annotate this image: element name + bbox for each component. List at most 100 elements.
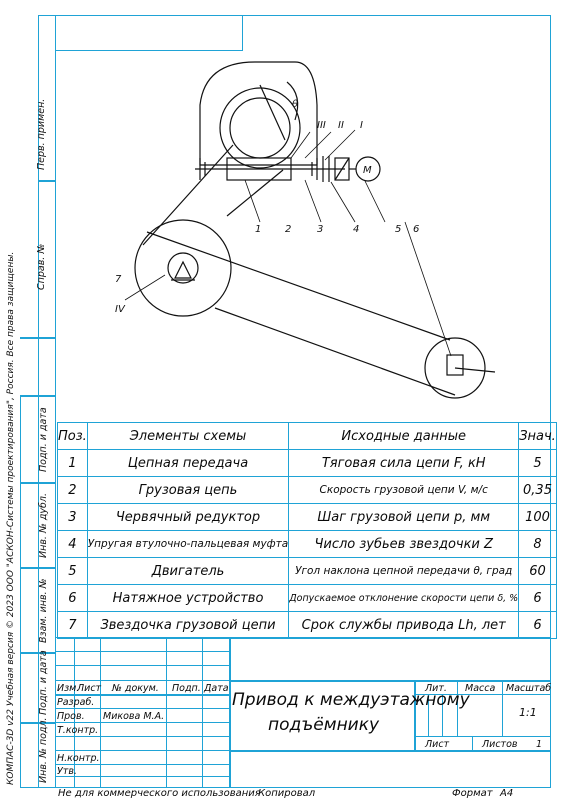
header-value: Знач. <box>518 422 557 450</box>
spec-row: 5 Двигатель Угол наклона цепной передачи… <box>57 557 557 585</box>
spec-row: 1 Цепная передача Тяговая сила цепи F, к… <box>57 449 557 477</box>
row-value: 5 <box>518 449 557 477</box>
row-value: 0,35 <box>518 476 557 504</box>
side-strip-outer <box>20 395 38 788</box>
row-pos: 3 <box>57 503 88 531</box>
podp-data-label-1: Подп. и дата <box>38 407 49 472</box>
row-pos: 6 <box>57 584 88 612</box>
strip-divider <box>38 180 55 182</box>
tb-line <box>229 637 231 788</box>
spec-table: Поз. Элементы схемы Исходные данные Знач… <box>57 422 557 639</box>
row-element: Звездочка грузовой цепи <box>86 611 290 639</box>
col-podp: Подп. <box>172 683 201 694</box>
row-value: 8 <box>518 530 557 558</box>
spec-row: 6 Натяжное устройство Допускаемое отклон… <box>57 584 557 612</box>
row-param: Срок службы привода Lh, лет <box>288 611 520 639</box>
tb-line <box>55 680 230 681</box>
label-M: M <box>363 165 372 176</box>
perv-primen-label: Перв. примен. <box>36 98 47 170</box>
nkontr-label: Н.контр. <box>57 753 100 764</box>
spec-row: 3 Червячный редуктор Шаг грузовой цепи р… <box>57 503 557 531</box>
tb-line <box>472 736 473 750</box>
list-label: Лист <box>425 739 450 750</box>
tb-line <box>414 694 551 695</box>
utv-label: Утв. <box>57 766 77 777</box>
listov-value: 1 <box>536 739 543 750</box>
row-element: Упругая втулочно-пальцевая муфта <box>86 530 290 558</box>
strip-divider <box>20 482 55 484</box>
row-pos: 5 <box>57 557 88 585</box>
label-3: 3 <box>317 224 323 235</box>
tb-line <box>100 637 101 788</box>
row-pos: 4 <box>57 530 88 558</box>
row-value: 6 <box>518 584 557 612</box>
row-param: Допускаемое отклонение скорости цепи δ, … <box>288 584 520 612</box>
header-element: Элементы схемы <box>86 422 290 450</box>
document-title-line2: подъёмнику <box>268 715 380 735</box>
worm-wheel-inner <box>229 97 291 159</box>
kinematic-scheme: θ III II I M 1 2 3 4 5 6 7 IV <box>115 61 496 399</box>
tb-line <box>55 708 230 709</box>
row-param: Угол наклона цепной передачи θ, град <box>288 557 520 585</box>
scale-value: 1:1 <box>519 706 537 719</box>
label-5: 5 <box>395 224 401 235</box>
prov-name: Микова М.А. <box>103 711 165 722</box>
row-param: Число зубьев звездочки Z <box>288 530 520 558</box>
tb-line <box>55 651 230 652</box>
col-data: Дата <box>204 683 229 694</box>
side-strip-inner <box>38 15 55 788</box>
spec-row: 2 Грузовая цепь Скорость грузовой цепи V… <box>57 476 557 504</box>
strip-divider <box>20 722 55 724</box>
row-element: Натяжное устройство <box>86 584 290 612</box>
copyright-text: КОМПАС-3D v22 Учебная версия © 2023 ООО … <box>6 251 16 785</box>
tb-line <box>55 776 230 777</box>
inv-podl-label: Инв. № подл. <box>38 717 49 783</box>
label-2: 2 <box>285 224 291 235</box>
tb-line <box>442 694 443 736</box>
tb-line <box>229 680 551 682</box>
strip-divider <box>20 337 55 339</box>
tb-line <box>166 637 167 788</box>
spec-header-row: Поз. Элементы схемы Исходные данные Знач… <box>57 422 557 450</box>
vzam-inv-label: Взам. инв. № <box>38 578 49 643</box>
podp-data-label-2: Подп. и дата <box>38 650 49 715</box>
strip-divider <box>20 652 55 654</box>
tension-sprocket <box>424 337 486 399</box>
row-value: 60 <box>518 557 557 585</box>
row-element: Грузовая цепь <box>86 476 290 504</box>
reducer-housing <box>199 61 318 166</box>
label-IV: IV <box>115 304 126 315</box>
tb-line <box>202 637 203 788</box>
row-param: Тяговая сила цепи F, кН <box>288 449 520 477</box>
listov-label: Листов <box>482 739 518 750</box>
row-param: Скорость грузовой цепи V, м/с <box>288 476 520 504</box>
row-element: Цепная передача <box>86 449 290 477</box>
header-pos: Поз. <box>57 422 88 450</box>
theta-arc <box>286 81 299 121</box>
row-param: Шаг грузовой цепи р, мм <box>288 503 520 531</box>
tb-line <box>457 680 458 736</box>
spec-row: 4 Упругая втулочно-пальцевая муфта Число… <box>57 530 557 558</box>
tb-line <box>229 750 551 752</box>
tkontr-label: Т.контр. <box>57 725 99 736</box>
tb-line <box>414 736 551 737</box>
top-left-box <box>55 15 243 51</box>
row-pos: 2 <box>57 476 88 504</box>
tb-line <box>55 750 230 751</box>
spec-row: 7 Звездочка грузовой цепи Срок службы пр… <box>57 611 557 639</box>
lit-label: Лит. <box>425 683 447 694</box>
inv-dubl-label: Инв. № дубл. <box>38 493 49 558</box>
row-pos: 1 <box>57 449 88 477</box>
strip-divider <box>20 567 55 569</box>
col-list: Лист <box>77 683 102 694</box>
noncommercial-note: Не для коммерческого использования <box>58 788 261 799</box>
format-label: Формат <box>452 788 493 799</box>
tb-line <box>502 680 503 736</box>
header-param: Исходные данные <box>288 422 520 450</box>
row-element: Двигатель <box>86 557 290 585</box>
format-value: А4 <box>500 788 514 799</box>
row-element: Червячный редуктор <box>86 503 290 531</box>
label-4: 4 <box>353 224 359 235</box>
row-pos: 7 <box>57 611 88 639</box>
wheel-axis-line <box>259 84 286 141</box>
